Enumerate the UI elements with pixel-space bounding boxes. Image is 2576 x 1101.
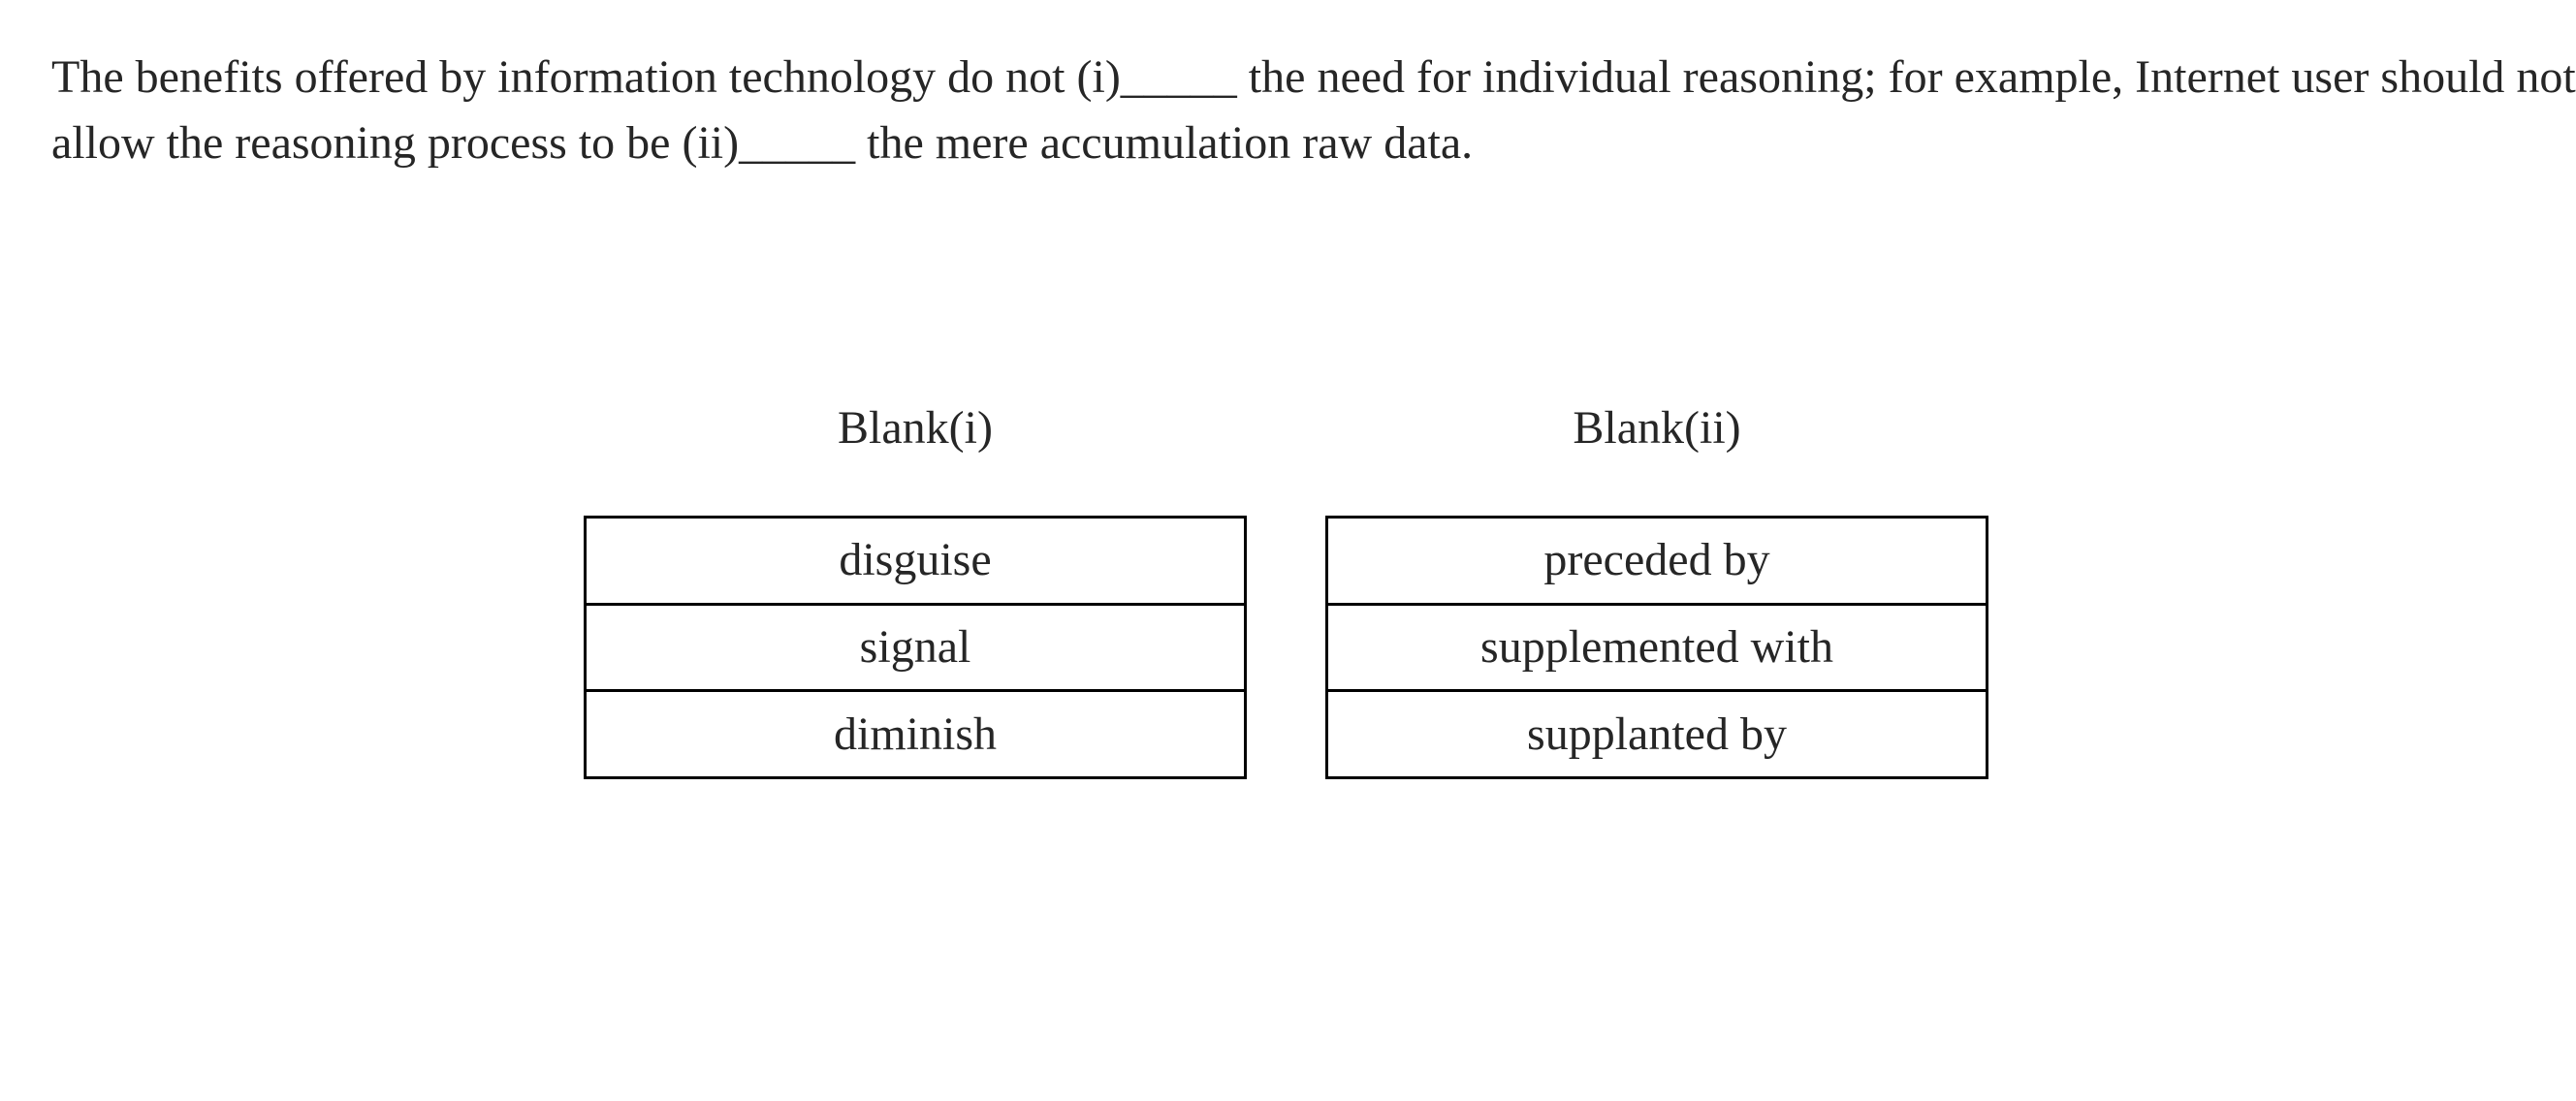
blank-i-option-3[interactable]: diminish bbox=[587, 689, 1244, 777]
question-line-1: The benefits offered by information tech… bbox=[51, 51, 2576, 103]
blank-ii-option-2[interactable]: supplemented with bbox=[1328, 602, 1986, 690]
blank-i-options-table: disguise signal diminish bbox=[584, 516, 1247, 779]
blank-i-header: Blank(i) bbox=[838, 402, 993, 454]
blank-ii-option-1[interactable]: preceded by bbox=[1328, 519, 1986, 603]
blank-i-option-1[interactable]: disguise bbox=[587, 519, 1244, 603]
question-text: The benefits offered by information tech… bbox=[51, 45, 2576, 176]
blank-ii-header: Blank(ii) bbox=[1573, 402, 1741, 454]
blank-ii-option-3[interactable]: supplanted by bbox=[1328, 689, 1986, 777]
blank-ii-options-table: preceded by supplemented with supplanted… bbox=[1325, 516, 1988, 779]
blank-i-option-2[interactable]: signal bbox=[587, 602, 1244, 690]
question-line-2: allow the reasoning process to be (ii)__… bbox=[51, 117, 1474, 169]
